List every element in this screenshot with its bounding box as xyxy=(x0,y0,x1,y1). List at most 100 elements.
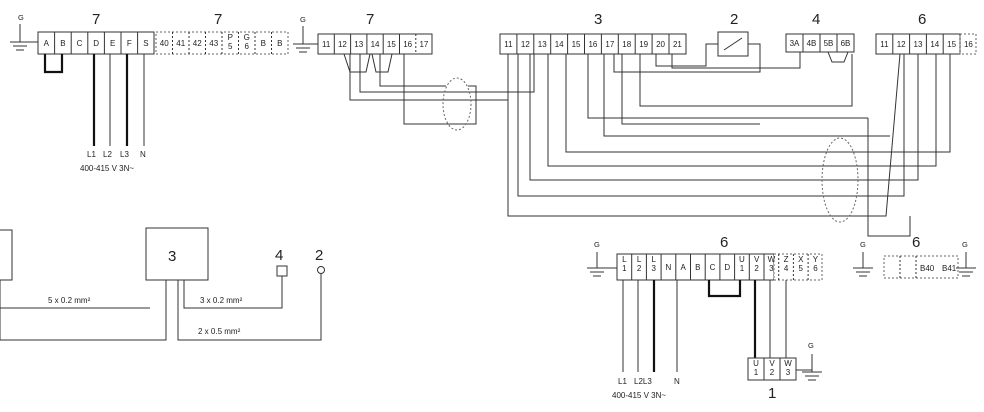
terminal-label: 15 xyxy=(572,40,581,49)
terminal-label: 6 xyxy=(245,42,250,51)
terminal-label: 13 xyxy=(538,40,547,49)
supply-n: N xyxy=(674,377,680,386)
terminal-label: 16 xyxy=(964,40,973,49)
svg-text:G: G xyxy=(300,15,306,24)
terminal-label: P xyxy=(228,33,233,42)
terminal-label: U xyxy=(753,359,759,368)
terminal-label: A xyxy=(44,39,50,48)
terminal-label: B xyxy=(277,39,282,48)
terminal-label: N xyxy=(666,263,672,272)
terminal-label: 11 xyxy=(880,40,889,49)
supply-voltage: 400-415 V 3N~ xyxy=(80,164,134,173)
terminal-label: 2 xyxy=(770,368,775,377)
block-6a-label: 6 xyxy=(918,11,926,28)
interconnect-wires xyxy=(349,53,951,237)
svg-text:G: G xyxy=(962,240,968,249)
terminal-b41: B41 xyxy=(942,264,957,273)
terminal-label: 5 xyxy=(799,264,804,273)
block-2-label: 2 xyxy=(730,11,738,28)
terminal-label: 3 xyxy=(652,264,657,273)
cable-5x0.2: 5 x 0.2 mm² xyxy=(48,296,91,305)
overview-box-3-label: 3 xyxy=(168,248,176,265)
terminal-label: 3 xyxy=(786,368,791,377)
svg-text:G: G xyxy=(808,341,814,350)
svg-text:G: G xyxy=(860,240,866,249)
cable-sleeve xyxy=(442,77,472,131)
cable-3x0.2: 3 x 0.2 mm² xyxy=(200,296,243,305)
terminal-label: 13 xyxy=(914,40,923,49)
terminal-label: L xyxy=(637,255,642,264)
terminal-label: 17 xyxy=(605,40,614,49)
terminal-label: 40 xyxy=(160,39,169,48)
terminal-label: L xyxy=(622,255,627,264)
terminal-label: 1 xyxy=(754,368,759,377)
terminal-label: A xyxy=(680,263,686,272)
terminal-label: 3 xyxy=(769,264,774,273)
terminal-label: 15 xyxy=(947,40,956,49)
supply-l2: L2 xyxy=(103,150,112,159)
terminal-label: 17 xyxy=(419,40,428,49)
block-6c: 6 G B40 B41 G xyxy=(853,234,976,279)
svg-text:G: G xyxy=(594,240,600,249)
supply-l2l3: L2L3 xyxy=(634,377,652,386)
block-7b-label: 7 xyxy=(214,11,222,28)
supply-l1: L1 xyxy=(87,150,96,159)
cable-2x0.5: 2 x 0.5 mm² xyxy=(198,327,241,336)
terminal-label: X xyxy=(798,255,804,264)
terminal-label: 14 xyxy=(555,40,564,49)
terminal-label: 20 xyxy=(656,40,665,49)
terminal-label: 11 xyxy=(504,40,513,49)
terminal-label: 1 xyxy=(740,264,745,273)
terminal-label: 2 xyxy=(637,264,642,273)
block-7a-label: 7 xyxy=(92,11,100,28)
terminal-label: 4B xyxy=(807,39,817,48)
supply-n: N xyxy=(140,150,146,159)
terminal-label: 11 xyxy=(322,40,331,49)
terminal-label: V xyxy=(769,359,775,368)
terminal-label: S xyxy=(143,39,148,48)
terminal-label: W xyxy=(784,359,792,368)
supply-l3: L3 xyxy=(120,150,129,159)
block-6b-label: 6 xyxy=(720,234,728,251)
terminal-label: 41 xyxy=(176,39,185,48)
terminal-label: 5 xyxy=(228,42,233,51)
terminal-label: Y xyxy=(813,255,819,264)
overview-item-4 xyxy=(276,265,288,277)
terminal-label: Z xyxy=(784,255,789,264)
terminal-label: 1 xyxy=(622,264,627,273)
terminal-label: 19 xyxy=(639,40,648,49)
terminal-label: B xyxy=(261,39,266,48)
block-6c-label: 6 xyxy=(912,234,920,251)
cable-sleeve xyxy=(821,137,859,223)
overview-item-4-label: 4 xyxy=(275,247,283,264)
supply-l1: L1 xyxy=(618,377,627,386)
terminal-label: B xyxy=(60,39,65,48)
supply-voltage: 400-415 V 3N~ xyxy=(612,391,666,400)
overview-box-3 xyxy=(145,227,209,281)
block-1-label: 1 xyxy=(768,385,776,402)
terminal-label: 3A xyxy=(790,39,800,48)
terminal-label: 6B xyxy=(841,39,851,48)
terminal-label: B xyxy=(695,263,700,272)
terminal-label: 13 xyxy=(354,40,363,49)
terminal-label: 16 xyxy=(403,40,412,49)
terminal-label: E xyxy=(110,39,115,48)
terminal-label: 18 xyxy=(622,40,631,49)
terminal-label: V xyxy=(754,255,760,264)
terminal-label: D xyxy=(724,263,730,272)
block-7c-label: 7 xyxy=(366,11,374,28)
terminal-label: 4 xyxy=(784,264,789,273)
overview-item-2 xyxy=(317,266,325,274)
